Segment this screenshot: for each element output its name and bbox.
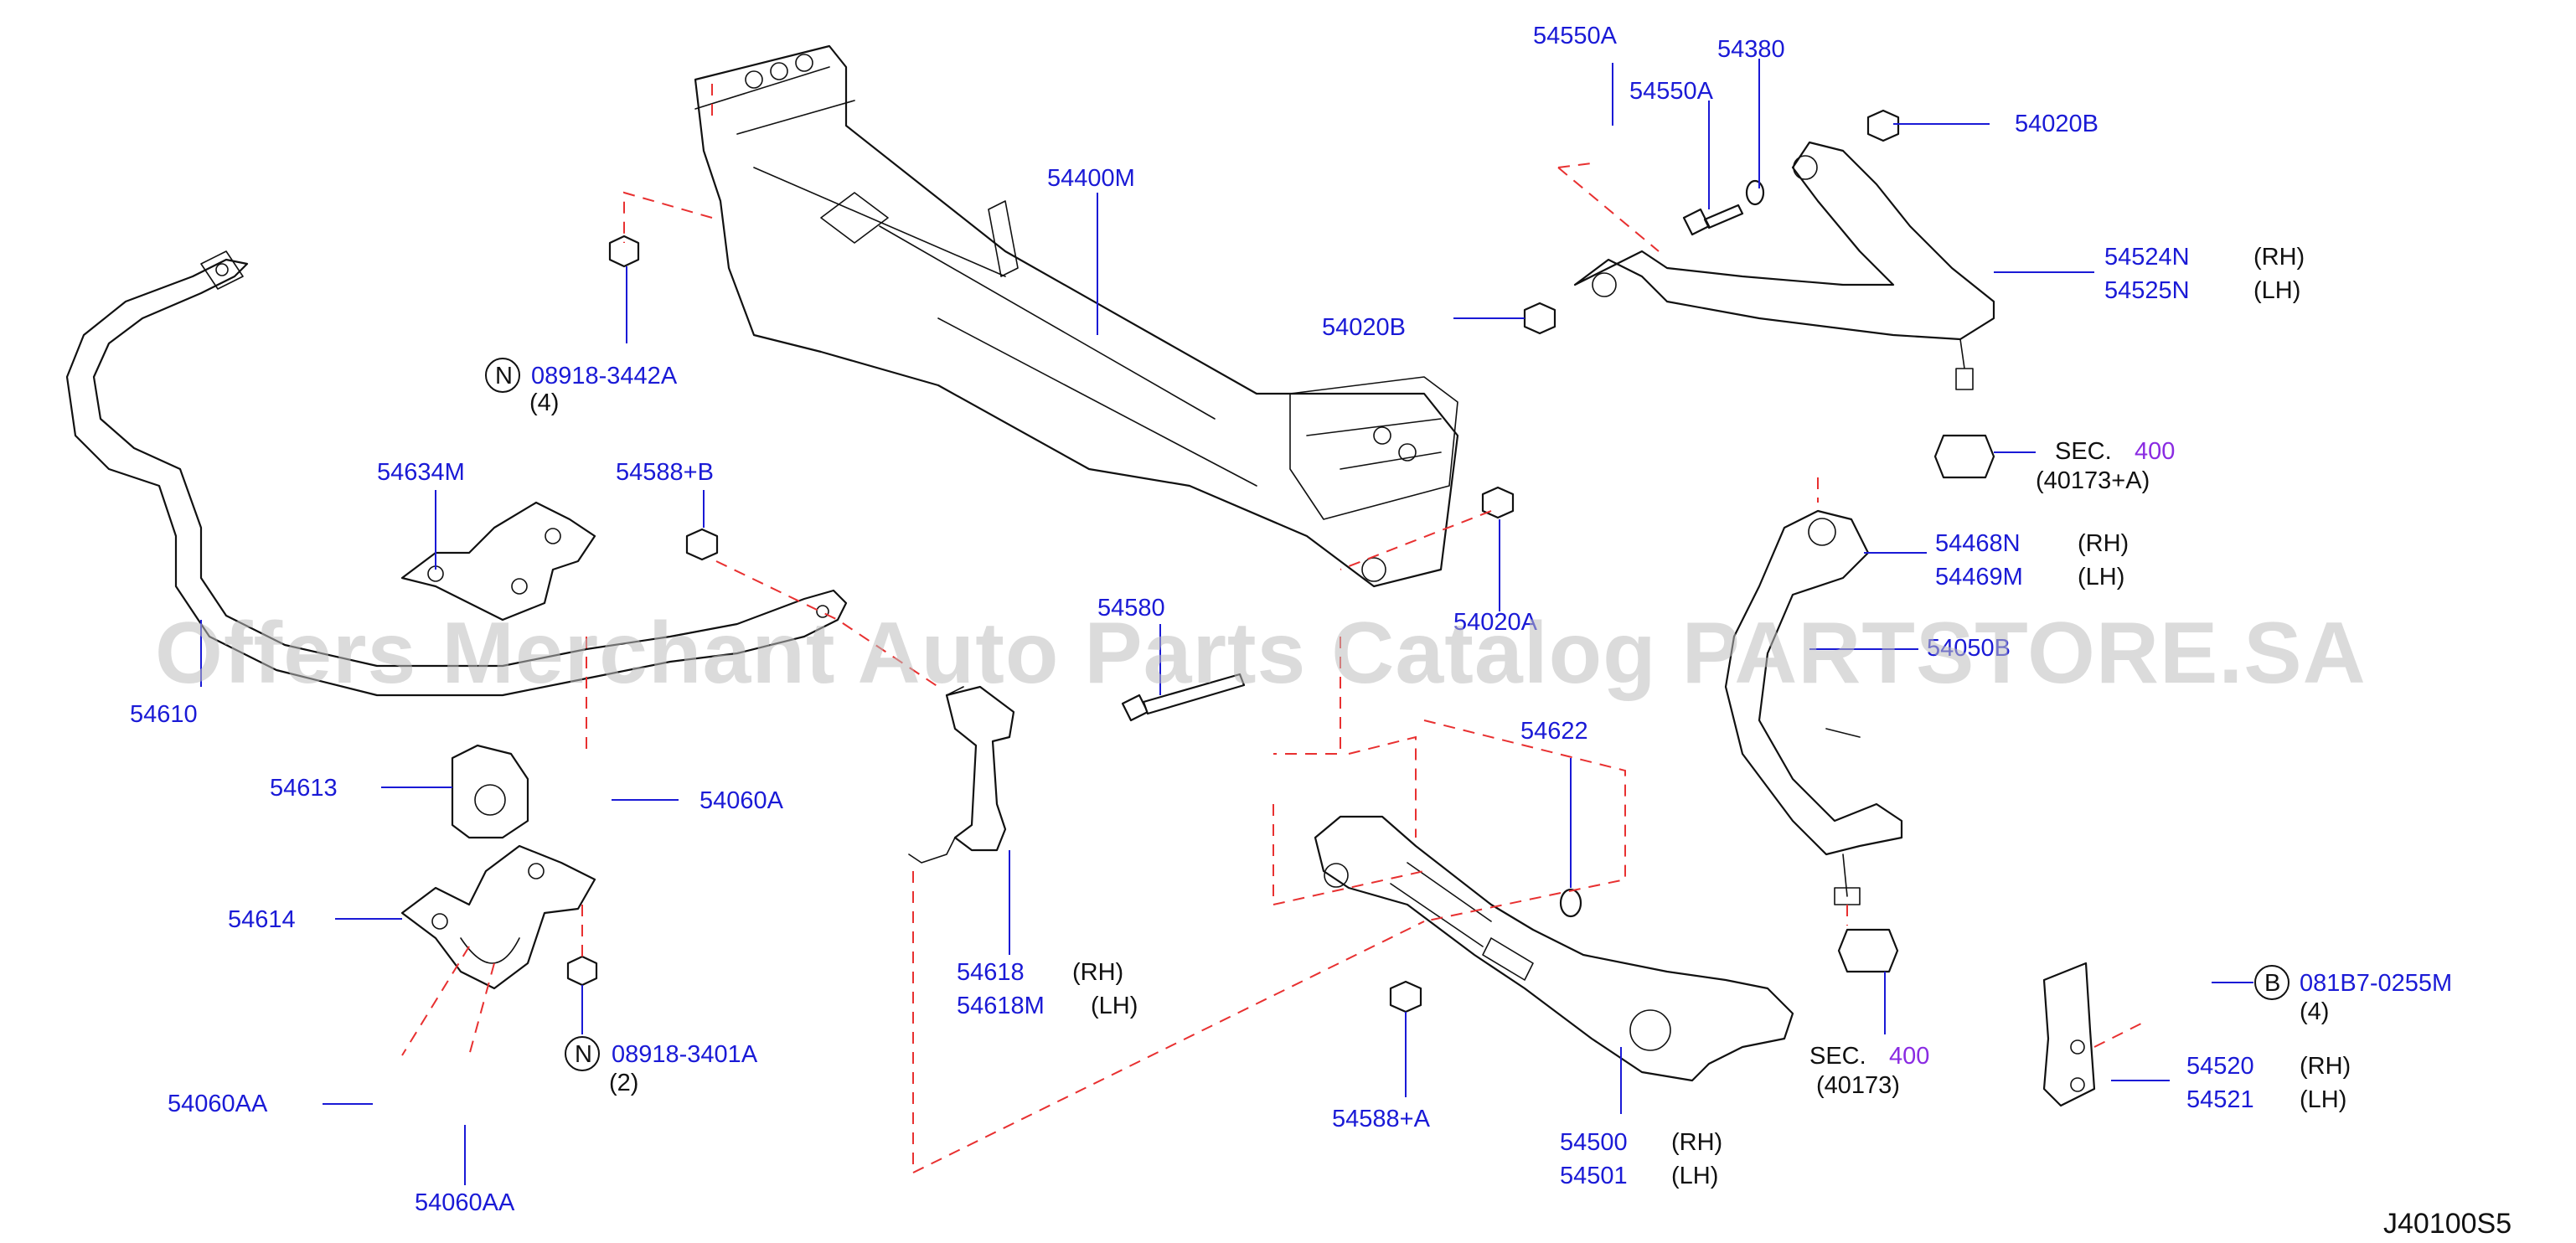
label-54020b-left[interactable]: 54020B [1322,314,1406,341]
label-54525n-lh: (LH) [2253,277,2300,304]
label-54580[interactable]: 54580 [1097,595,1165,622]
label-54520[interactable]: 54520 [2186,1053,2254,1080]
label-54050b[interactable]: 54050B [1927,635,2011,662]
label-54618-rh: (RH) [1072,959,1123,986]
label-54380[interactable]: 54380 [1717,36,1785,63]
b-symbol: B [2264,970,2280,997]
label-54610[interactable]: 54610 [130,701,198,728]
n-symbol: N [495,363,513,389]
upper-link-54524n[interactable] [1573,141,1995,390]
label-54020a[interactable]: 54020A [1453,609,1538,636]
nut-54588b[interactable] [685,528,719,561]
label-54525n[interactable]: 54525N [2104,277,2190,304]
nut-54588a[interactable] [1389,980,1422,1013]
label-54588a[interactable]: 54588+A [1332,1106,1431,1132]
stabilizer-bar-54610[interactable] [65,250,848,697]
label-54521-lh: (LH) [2300,1086,2346,1113]
boot-sec-400-top[interactable] [1933,434,1995,479]
label-sec-top[interactable]: SEC. [2055,438,2112,465]
bolt-54580[interactable] [1121,673,1246,722]
label-54468n[interactable]: 54468N [1935,530,2021,557]
label-08918-3401a[interactable]: 08918-3401A [612,1041,758,1068]
nut-54020b-top[interactable] [1866,109,1900,142]
tension-rod-54468n[interactable] [1724,509,1903,905]
nut-08918-3442a[interactable] [608,235,640,268]
watermark: Offers Merchant Auto Parts Catalog PARTS… [155,605,2367,702]
label-54521[interactable]: 54521 [2186,1086,2254,1113]
nut-08918-3401a[interactable] [566,955,598,987]
transverse-link-54500[interactable] [1314,815,1794,1082]
label-qty-4a: (4) [529,389,559,416]
label-54500[interactable]: 54500 [1560,1129,1628,1156]
label-54400m[interactable]: 54400M [1047,165,1135,192]
label-54500-rh: (RH) [1671,1129,1722,1156]
label-sec-top-ref: (40173+A) [2036,467,2150,494]
label-sec-bottom-number[interactable]: 400 [1889,1043,1929,1070]
bolt-54550a[interactable] [1682,204,1744,236]
bracket-54634m[interactable] [400,501,596,622]
nut-54020a[interactable] [1481,486,1515,519]
n-symbol-2: N [575,1041,592,1068]
label-54618m-lh: (LH) [1091,993,1138,1019]
label-54468n-rh: (RH) [2078,530,2129,557]
label-54613[interactable]: 54613 [270,775,338,802]
label-54501-lh: (LH) [1671,1163,1718,1189]
leader-lines [200,59,2253,1185]
label-54614[interactable]: 54614 [228,906,296,933]
label-54524n[interactable]: 54524N [2104,244,2190,271]
label-54550a[interactable]: 54550A [1629,78,1714,105]
label-sec-bottom[interactable]: SEC. [1809,1043,1866,1070]
b-symbol-circle [2254,965,2289,1000]
assembly-dashed-lines [401,84,2145,1174]
label-081b7-0255m[interactable]: 081B7-0255M [2300,970,2452,997]
label-54588b[interactable]: 54588+B [616,459,714,486]
label-54520-rh: (RH) [2300,1053,2351,1080]
bracket-54520[interactable] [2042,962,2096,1107]
label-54020b-top[interactable]: 54020B [2015,111,2098,137]
washer-54380[interactable] [1745,179,1765,206]
label-54501[interactable]: 54501 [1560,1163,1628,1189]
label-54550a-top[interactable]: 54550A [1533,23,1618,49]
boot-sec-400-bottom[interactable] [1837,928,1899,973]
label-54060aa-bottom[interactable]: 54060AA [415,1189,515,1216]
diagram-code: J40100S5 [2383,1208,2511,1240]
label-54469m-lh: (LH) [2078,564,2124,591]
label-54469m[interactable]: 54469M [1935,564,2023,591]
label-54618m[interactable]: 54618M [957,993,1045,1019]
label-08918-3442a[interactable]: 08918-3442A [531,363,678,389]
clamp-54614[interactable] [400,844,596,990]
n-symbol-circle-2 [565,1036,600,1071]
label-54060a[interactable]: 54060A [699,787,784,814]
label-54634m[interactable]: 54634M [377,459,465,486]
label-54618[interactable]: 54618 [957,959,1025,986]
crossmember-54400m[interactable] [694,44,1459,588]
nut-54020b-left[interactable] [1523,302,1556,335]
label-qty-4b: (4) [2300,998,2329,1025]
label-54060aa-left[interactable]: 54060AA [168,1091,268,1117]
label-54622[interactable]: 54622 [1520,718,1588,745]
label-qty-2: (2) [609,1070,638,1096]
label-sec-top-number[interactable]: 400 [2135,438,2175,465]
n-symbol-circle [485,358,520,393]
part-labels: 54550A 54550A 54380 54020B 54524N (RH) 5… [130,23,2511,1240]
label-sec-bottom-ref: (40173) [1816,1072,1900,1099]
label-54524n-rh: (RH) [2253,244,2305,271]
bushing-54613[interactable] [451,744,529,839]
connecting-rod-54618[interactable] [908,685,1015,864]
washer-54622[interactable] [1559,888,1582,918]
